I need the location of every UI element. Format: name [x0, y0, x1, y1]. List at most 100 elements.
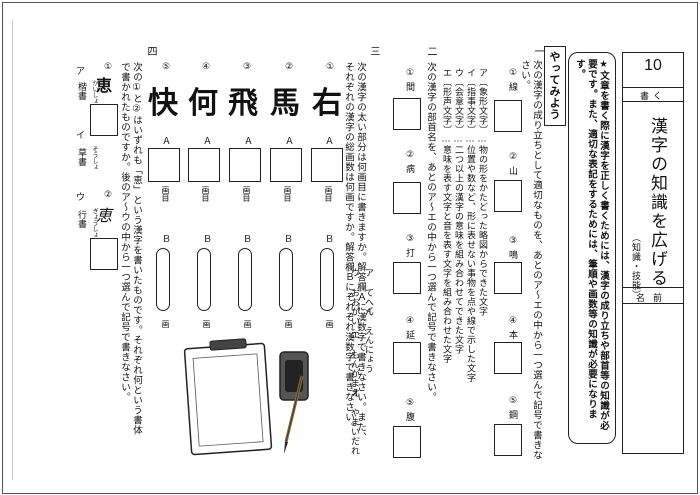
worksheet-subtitle: （知識・技能） [630, 233, 640, 300]
section4-prompt: 次の①と②はいずれも「恵」という漢字を書いたものです。それぞれ何という書体で書か… [119, 62, 142, 435]
item-mark: ③ [406, 234, 415, 244]
label-a: Ａ [203, 137, 213, 147]
answer-box[interactable] [393, 342, 421, 374]
answer-box[interactable] [494, 180, 522, 212]
label-a: Ａ [162, 137, 172, 147]
sample-kanji: 恵 [96, 206, 113, 225]
divider [623, 101, 683, 102]
paren-close [238, 300, 252, 311]
item-mark: ③ [243, 62, 252, 72]
label-b: Ｂ [284, 235, 294, 245]
target-kanji: 何 [188, 86, 218, 121]
item-kanji: 線 [509, 83, 519, 93]
kakume-label: 画目 [161, 186, 170, 202]
kakume-label: 画目 [242, 186, 251, 202]
choice-label: ア [76, 67, 86, 77]
answer-paren-b[interactable] [238, 248, 252, 301]
choice-ruby: ぎょうしょ [91, 208, 98, 238]
choice-label: イ [76, 131, 86, 141]
section2-number: 二 [425, 46, 436, 57]
header-block: 10 書く 漢字の知識を広げる （知識・技能） 名前 [622, 52, 684, 454]
sample-kanji: 恵 [96, 76, 113, 95]
answer-box[interactable] [393, 426, 421, 458]
section3-prompt: 次の漢字の太い部分は何画目に書きますか。解答欄Ａに漢数字で書きなさい。また、それ… [343, 62, 366, 442]
answer-box-a[interactable] [229, 148, 261, 182]
answer-box[interactable] [393, 98, 421, 130]
label-a: Ａ [244, 137, 254, 147]
answer-box-a[interactable] [148, 148, 180, 182]
item-kanji: 山 [509, 167, 519, 177]
answer-paren-b[interactable] [197, 248, 211, 301]
item-mark: ① [326, 62, 335, 72]
target-kanji: 快 [148, 86, 178, 121]
paren-close [197, 300, 211, 311]
kaku-label: 画 [284, 320, 293, 328]
label-b: Ｂ [243, 235, 253, 245]
worksheet-number: 10 [644, 57, 662, 74]
section2-choice: イ えんにょう [363, 306, 373, 374]
answer-box[interactable] [393, 262, 421, 294]
section1-choice: ウ〔会意文字〕…二つ以上の漢字の意味を組み合わせてできた文字 [453, 68, 463, 354]
grade-label: 書く [639, 92, 666, 102]
target-kanji: 馬 [270, 86, 300, 121]
kaku-label: 画 [202, 320, 211, 328]
yattemiyou-box: やってみよう [544, 46, 566, 126]
section1-choice: ア〔象形文字〕…物の形をかたどった略図からできた文字 [477, 68, 487, 316]
name-field[interactable] [623, 304, 683, 452]
answer-box-a[interactable] [311, 148, 343, 182]
label-a: Ａ [325, 137, 335, 147]
item-kanji: 病 [406, 165, 416, 175]
instruction-box: ★文章を書く際に漢字を正しく書くためには、漢字の成り立ちや部首等の知識が必要です… [568, 52, 616, 444]
section1-number: 一 [532, 46, 543, 57]
item-kanji: 腹 [406, 413, 416, 423]
instruction-text: ★文章を書く際に漢字を正しく書くためには、漢字の成り立ちや部首等の知識が必要です… [574, 59, 609, 431]
answer-box[interactable] [90, 104, 118, 136]
kaku-label: 画 [161, 320, 170, 328]
left-rule [12, 20, 13, 480]
section2-prompt: 次の漢字の部首名を、あとのア〜エの中から一つ選んで記号で書きなさい。 [425, 62, 436, 402]
paren-close [320, 300, 334, 311]
item-kanji: 本 [509, 331, 519, 341]
item-mark: ① [509, 68, 518, 78]
answer-paren-b[interactable] [279, 248, 293, 301]
answer-box-a[interactable] [188, 148, 220, 182]
item-kanji: 間 [406, 83, 416, 93]
kakume-label: 画目 [324, 186, 333, 202]
answer-paren-b[interactable] [320, 248, 334, 301]
brush-icon [284, 375, 304, 454]
label-b: Ｂ [203, 235, 213, 245]
kakume-label: 画目 [201, 186, 210, 202]
choice-text: 草書 [76, 148, 86, 166]
choice-ruby: かいしょ [91, 80, 98, 104]
label-b: Ｂ [325, 235, 335, 245]
inkstone-icon [279, 351, 309, 401]
label-b: Ｂ [162, 235, 172, 245]
item-mark: ① [406, 68, 415, 78]
answer-box[interactable] [494, 424, 522, 456]
section3-number: 三 [368, 46, 379, 57]
section2-choice: ウ おおがい [349, 268, 359, 326]
target-kanji: 飛 [228, 86, 258, 121]
item-mark: ② [509, 152, 518, 162]
answer-paren-b[interactable] [156, 248, 170, 301]
answer-box-a[interactable] [270, 148, 302, 182]
item-mark: ④ [202, 62, 211, 72]
target-kanji: 右 [312, 86, 342, 121]
section4-number: 四 [145, 46, 156, 57]
answer-box[interactable] [393, 182, 421, 214]
item-kanji: 延 [406, 331, 416, 341]
answer-box[interactable] [494, 262, 522, 294]
answer-box[interactable] [494, 100, 522, 132]
section2-choice: ア てへん [363, 268, 373, 317]
item-mark: ④ [509, 316, 518, 326]
divider [623, 87, 683, 88]
calligraphy-illustration [183, 338, 309, 456]
choice-text: 行書 [76, 210, 86, 228]
answer-box[interactable] [494, 342, 522, 374]
item-mark: ⑤ [509, 396, 518, 406]
choice-ruby: そうしょ [91, 146, 98, 170]
answer-box[interactable] [90, 238, 118, 270]
item-mark: ② [104, 190, 113, 200]
item-kanji: 鳴 [509, 251, 519, 261]
writing-board-icon [183, 338, 273, 456]
